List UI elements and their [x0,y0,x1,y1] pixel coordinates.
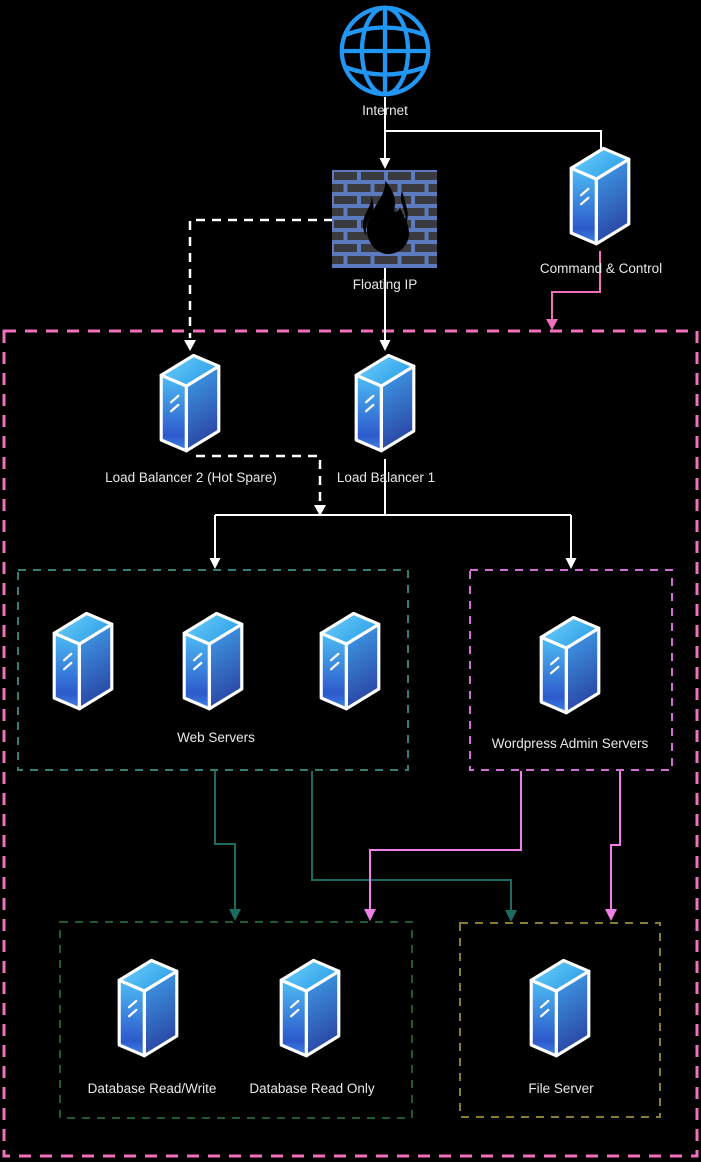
server-icon [564,143,636,251]
firewall-flame-icon [332,170,437,268]
edge-wordpress-fileserver [605,771,621,921]
file-server-box [459,922,661,1118]
command-control-label: Command & Control [539,261,663,276]
server-icon [314,608,386,716]
edge-lb2-junction [196,454,326,516]
database-read-only-label: Database Read Only [249,1081,375,1096]
edge-web-fileserver [311,771,517,922]
edge-internet-command-control [385,130,602,150]
database-read-write-label: Database Read/Write [87,1081,217,1096]
edge-lb1-groups [209,459,577,569]
server-icon [349,350,421,458]
wordpress-admin-label: Wordpress Admin Servers [491,736,649,751]
load-balancer-1-label: Load Balancer 1 [336,470,436,485]
globe-icon [339,5,431,97]
server-icon [154,350,226,458]
database-box [59,921,413,1119]
server-icon [47,608,119,716]
server-icon [112,955,184,1063]
web-servers-label: Web Servers [177,730,255,745]
internet-label: Internet [362,103,408,118]
file-server-label: File Server [528,1081,594,1096]
server-icon [524,955,596,1063]
server-icon [534,612,606,720]
floating-ip-label: Floating IP [352,277,418,292]
private-network-boundary [2,329,699,1158]
server-icon [177,608,249,716]
server-icon [274,955,346,1063]
edge-floating-ip-lb2 [184,218,333,351]
edge-wordpress-database [364,771,522,921]
edge-floating-ip-lb1 [379,268,391,351]
edge-internet-floating-ip [379,97,391,169]
web-servers-box [17,569,409,771]
wordpress-admin-box [469,569,673,771]
edge-cc-private-network [546,251,601,330]
edge-web-database [214,771,241,921]
load-balancer-2-label: Load Balancer 2 (Hot Spare) [105,470,277,485]
